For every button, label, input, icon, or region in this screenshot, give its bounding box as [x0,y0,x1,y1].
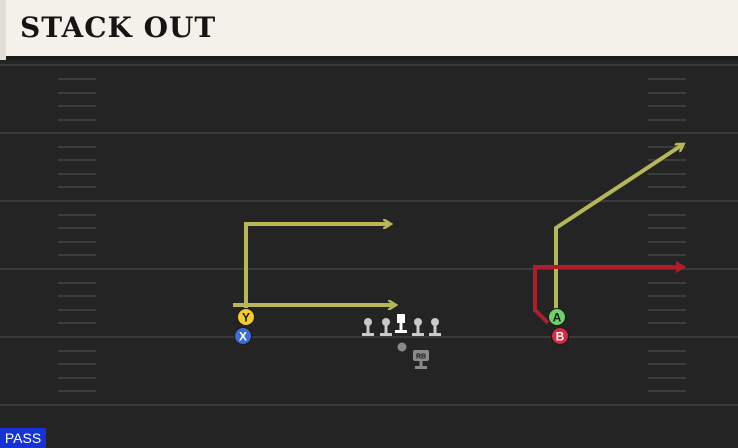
player-a[interactable]: A [548,308,566,326]
player-b-label: B [556,330,565,344]
hash-marks-left [58,78,96,392]
lineman-icon [412,318,424,336]
play-header: STACK OUT [0,0,738,60]
route-y [244,224,389,308]
route-a [554,145,682,310]
running-back-label: RB [416,354,426,361]
player-y-label: Y [242,311,250,325]
hash-marks-right [648,78,686,392]
player-x[interactable]: X [234,327,252,345]
play-title: STACK OUT [20,11,217,44]
player-a-label: A [553,311,562,325]
running-back-icon[interactable]: RB [413,350,429,369]
play-type-badge: PASS [0,428,46,448]
quarterback-icon [397,342,407,352]
player-b[interactable]: B [551,327,569,345]
offensive-line [362,314,441,336]
header-accent [0,0,6,60]
yard-lines [0,64,738,406]
lineman-icon [429,318,441,336]
player-y[interactable]: Y [237,308,255,326]
player-x-label: X [239,330,247,344]
lineman-icon [362,318,374,336]
center-icon [395,314,407,333]
lineman-icon [380,318,392,336]
route-b [533,261,686,325]
